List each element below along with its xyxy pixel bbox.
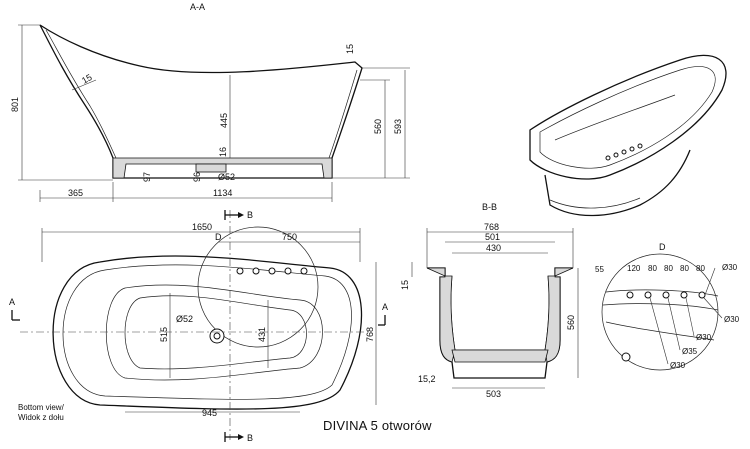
section-a-marker-left: A <box>9 297 15 307</box>
dim-1134: 1134 <box>213 188 232 198</box>
bb-dim-768: 768 <box>484 222 499 232</box>
drawing-title: DIVINA 5 otworów <box>323 418 432 433</box>
dim-750: 750 <box>282 232 297 242</box>
section-aa-label: A-A <box>190 2 205 12</box>
tub-section-inner-right <box>328 69 358 159</box>
tub-base-outline <box>544 149 691 217</box>
dim-drain-52: Ø52 <box>218 172 235 182</box>
bb-dim-560: 560 <box>566 315 576 330</box>
dim-768: 768 <box>365 327 375 342</box>
section-b-marker-top: B <box>247 210 253 220</box>
dim-801: 801 <box>10 97 20 112</box>
plan-bottom <box>124 295 307 370</box>
bottom-view-note-1: Bottom view/ <box>18 403 65 412</box>
tub-base-line <box>549 197 641 209</box>
dim-945: 945 <box>202 408 217 418</box>
dim-445: 445 <box>219 113 229 128</box>
plan-holes <box>236 267 308 275</box>
bb-hatch-right <box>544 267 574 363</box>
dim-wall-15: 15 <box>80 72 94 86</box>
detail-hole-b3: Ø30 <box>670 361 686 370</box>
bb-inner <box>450 275 550 351</box>
plan-rim <box>62 264 352 400</box>
detail-dim-80-3: 80 <box>680 264 689 273</box>
detail-d-circle <box>197 226 319 348</box>
perspective-view <box>529 54 727 217</box>
detail-d: D 55 120 80 80 80 80 Ø30 Ø30 Ø30 Ø35 Ø30 <box>595 242 740 371</box>
tub-rim-inner <box>539 66 716 169</box>
dim-top-15: 15 <box>345 44 355 54</box>
tub-section-inner-left <box>45 29 117 159</box>
dim-593: 593 <box>393 119 403 134</box>
bb-dim-501: 501 <box>485 232 500 242</box>
tub-base-hatch <box>112 157 333 179</box>
tub-rim-outer <box>529 54 727 180</box>
section-b-marker-bottom: B <box>247 433 253 443</box>
section-aa: A-A 801 15 15 445 560 593 97 96 16 Ø52 <box>10 2 410 202</box>
detail-dim-80-2: 80 <box>664 264 673 273</box>
detail-d-marker: D <box>215 232 222 242</box>
drain-hatch <box>195 163 227 173</box>
detail-dim-80-4: 80 <box>696 264 705 273</box>
detail-hole-top: Ø30 <box>722 263 738 272</box>
detail-d-frame <box>601 253 719 371</box>
detail-dim-120: 120 <box>627 264 641 273</box>
detail-hole-b2: Ø35 <box>682 347 698 356</box>
plan-drain-label: Ø52 <box>176 314 193 324</box>
section-bb-label: B-B <box>482 202 497 212</box>
plan-outer <box>52 255 363 410</box>
dim-1650: 1650 <box>192 222 212 232</box>
bb-hatch-left <box>426 267 456 363</box>
dim-515: 515 <box>159 327 169 342</box>
tub-interior-line <box>554 94 676 141</box>
dim-96: 96 <box>192 172 202 182</box>
plan-view: D Ø52 1650 750 768 515 431 <box>9 210 388 443</box>
dim-431: 431 <box>257 327 267 342</box>
bottom-view-note-2: Widok z dołu <box>18 413 64 422</box>
bb-dim-430: 430 <box>486 243 501 253</box>
detail-dim-55: 55 <box>595 265 604 274</box>
dim-16: 16 <box>218 147 228 157</box>
plan-inner <box>105 284 323 381</box>
section-bb: B-B 768 501 430 15 560 15,2 503 <box>400 202 579 399</box>
dim-365: 365 <box>68 188 83 198</box>
bb-dim-503: 503 <box>486 389 501 399</box>
dim-97: 97 <box>142 172 152 182</box>
dim-560: 560 <box>373 119 383 134</box>
detail-hole-b1: Ø30 <box>696 333 712 342</box>
tub-section-outer <box>39 24 363 179</box>
bb-hatch-bottom <box>451 349 549 363</box>
detail-d-label: D <box>659 242 666 252</box>
section-a-marker-right: A <box>382 302 388 312</box>
bb-dim-15: 15 <box>400 280 410 290</box>
perspective-holes <box>605 143 643 161</box>
detail-dim-80-1: 80 <box>648 264 657 273</box>
bb-dim-15-2: 15,2 <box>418 374 436 384</box>
detail-hole-side: Ø30 <box>724 315 740 324</box>
